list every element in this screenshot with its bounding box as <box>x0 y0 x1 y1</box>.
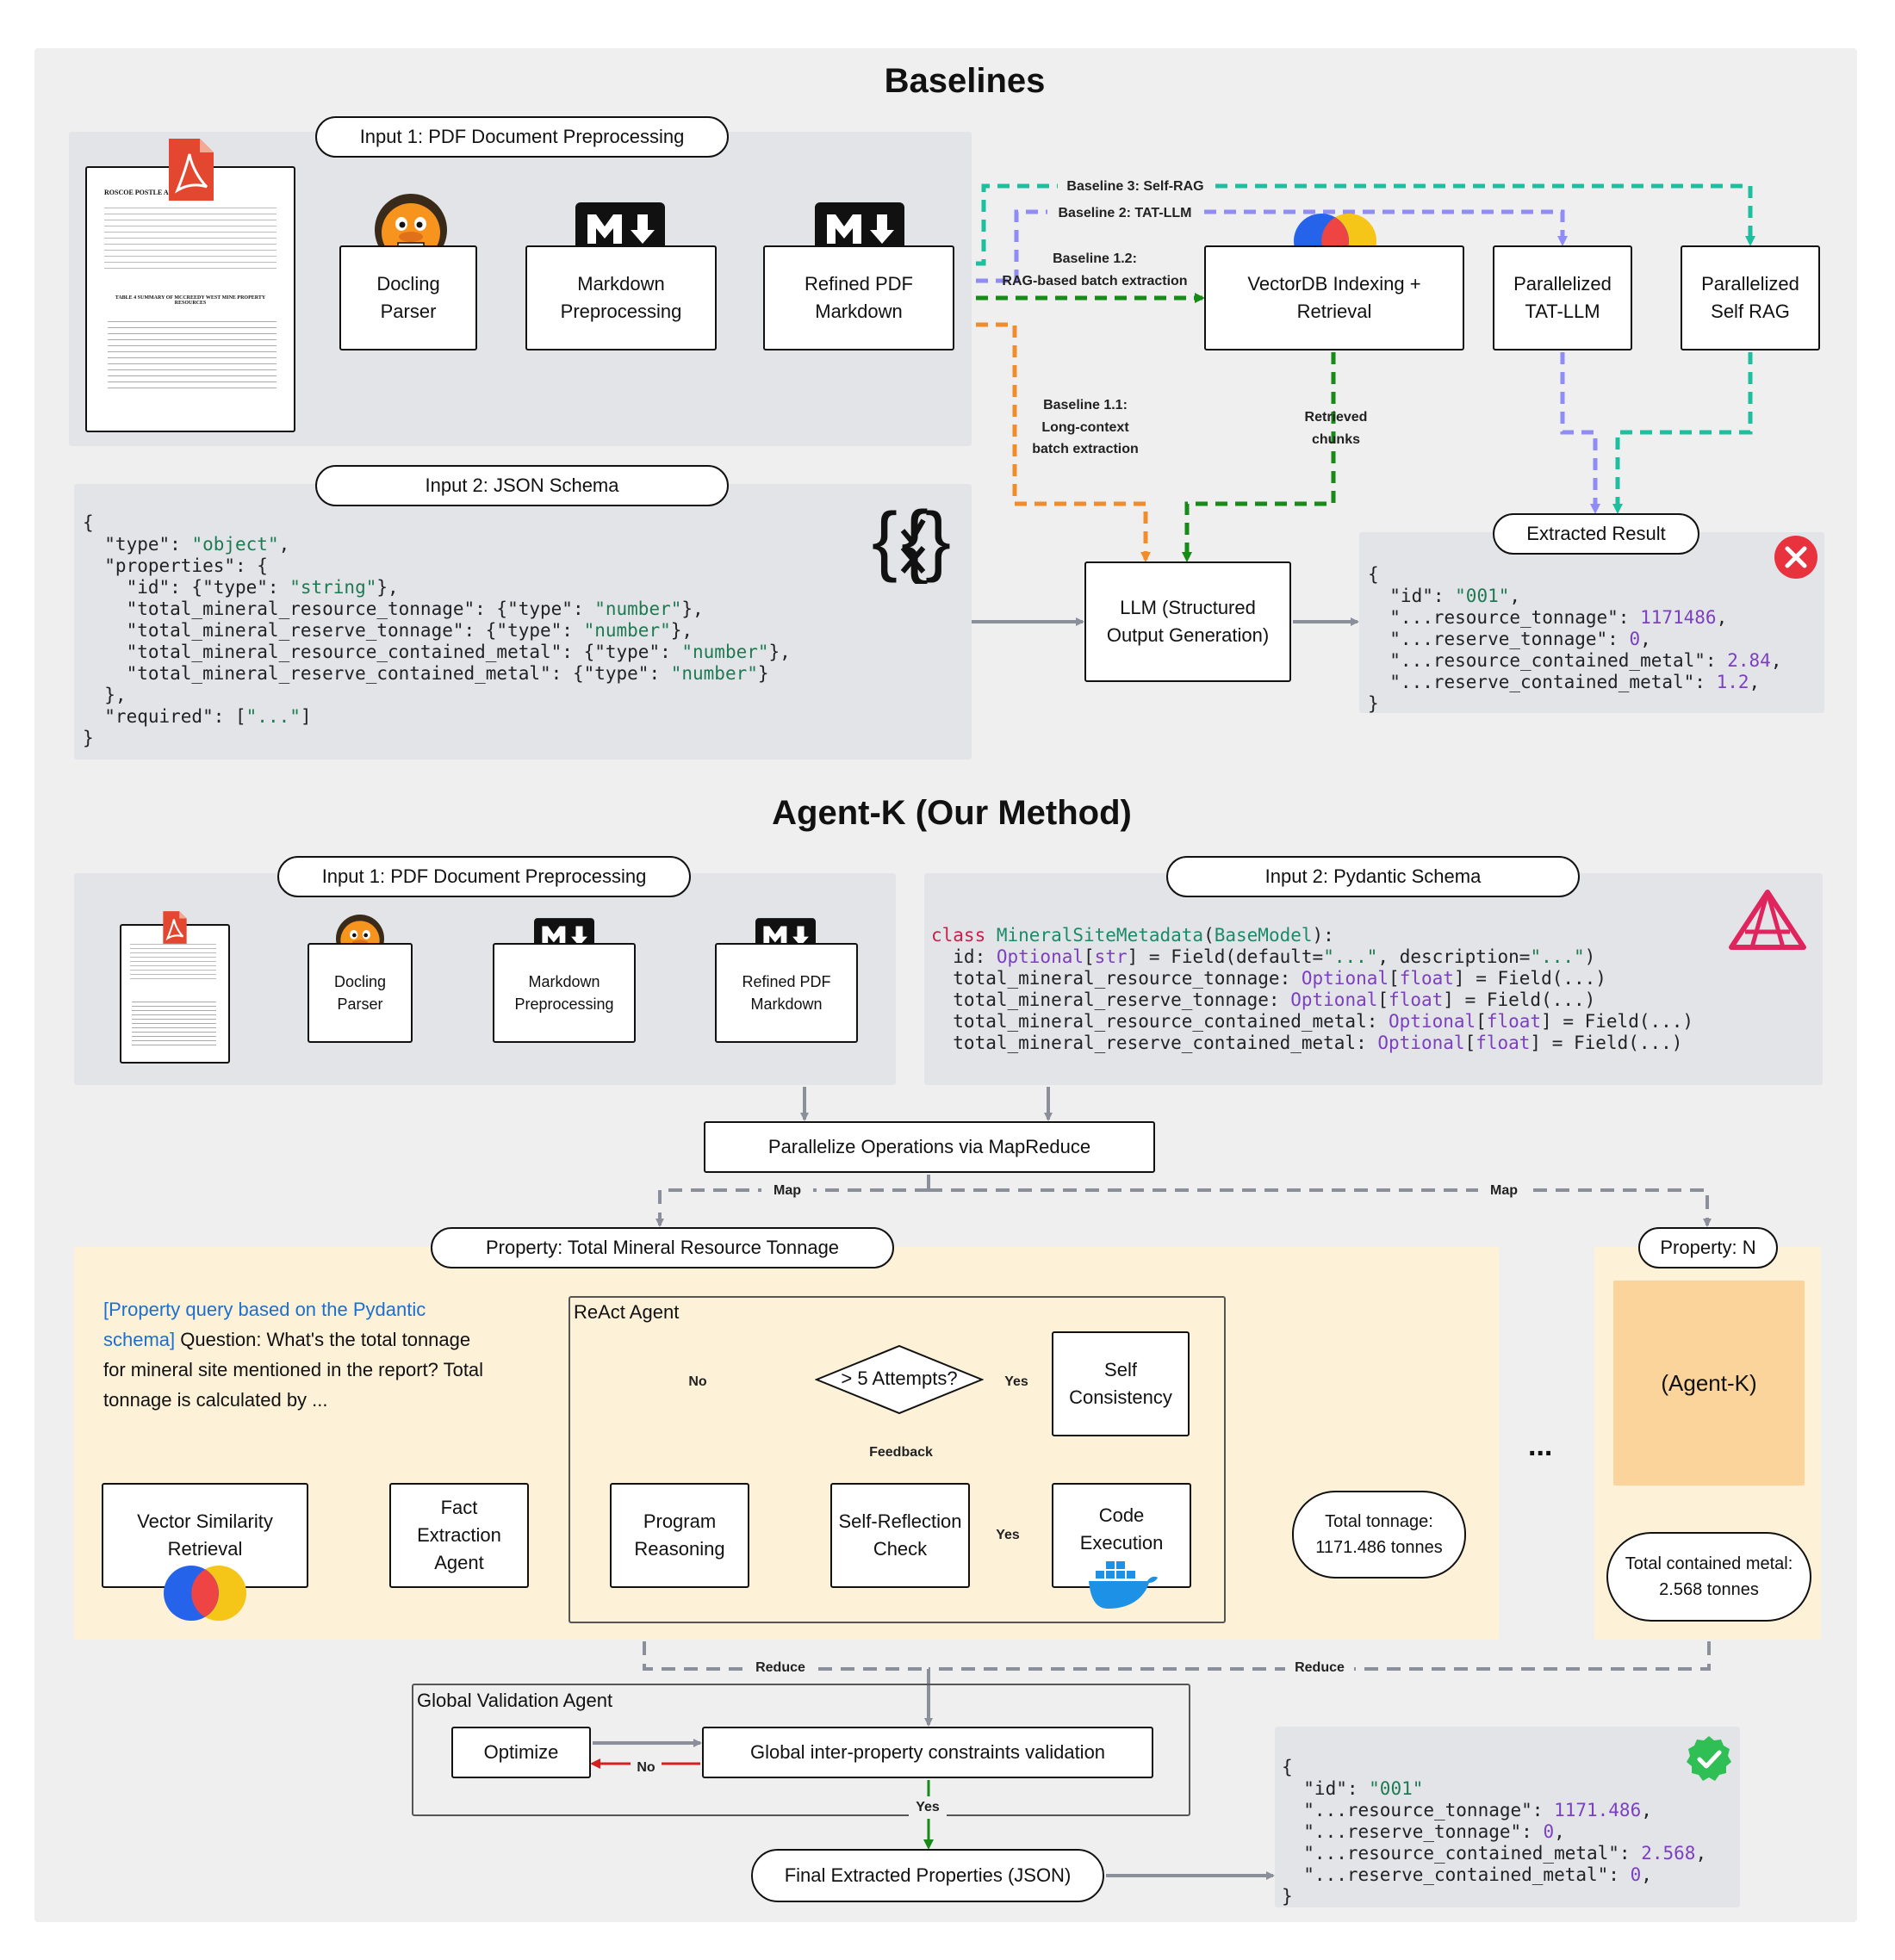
agentk-docling-parser: Docling Parser <box>308 943 413 1043</box>
agentk-markdown-preprocessing: Markdown Preprocessing <box>493 943 636 1043</box>
baseline-input2-label: Input 2: JSON Schema <box>315 465 729 506</box>
agentk-title: Agent-K (Our Method) <box>772 794 1132 832</box>
baseline-llm-structured-output: LLM (Structured Output Generation) <box>1084 561 1291 682</box>
json-schema-code: { "type": "object", "properties": { "id"… <box>83 512 791 748</box>
doc-text-lines <box>104 204 276 273</box>
doc-header-text: ROSCOE POSTLE ASSO <box>104 189 182 196</box>
global-validation-label: Global Validation Agent <box>417 1690 613 1711</box>
edge-label-reduce-right: Reduce <box>1285 1657 1354 1679</box>
pydantic-logo-icon <box>1729 890 1806 950</box>
arrow-retrieved-chunks-llm <box>1182 352 1336 562</box>
reduce-right <box>929 1641 1711 1671</box>
attempts-decision-diamond <box>815 1344 984 1415</box>
program-reasoning-box: Program Reasoning <box>610 1483 749 1588</box>
json-schema-icon: { { } <box>872 498 951 584</box>
pdf-document-thumbnail <box>120 924 230 1064</box>
baseline-markdown-preprocessing: Markdown Preprocessing <box>525 245 717 350</box>
propertyN-label: Property: N <box>1638 1227 1778 1268</box>
arrow-map-right <box>929 1188 1712 1227</box>
edge-label-feedback: Feedback <box>856 1442 946 1464</box>
markdown-icon <box>575 202 665 256</box>
error-x-icon <box>1774 536 1817 579</box>
edge-label-baseline12: Baseline 1.2: RAG-based batch extraction <box>1002 251 1188 288</box>
svg-text:}: } <box>925 498 951 584</box>
agentk-result-code: { "id": "001" "...resource_tonnage": 117… <box>1282 1757 1707 1907</box>
pdf-file-icon <box>163 911 187 944</box>
edge-label-no-optimize: No <box>631 1757 662 1779</box>
agentk-refined-markdown: Refined PDF Markdown <box>715 943 858 1043</box>
global-validation-frame <box>412 1684 1190 1816</box>
ellipsis-more-properties: ... <box>1528 1430 1553 1462</box>
vectordb-logo-icon <box>164 1566 246 1621</box>
property-query-text: [Property query based on the Pydantic sc… <box>103 1294 496 1415</box>
edge-label-yes-execution: Yes <box>991 1524 1025 1547</box>
doc-table <box>108 316 276 394</box>
baseline-parallelized-tatllm: Parallelized TAT-LLM <box>1493 245 1632 350</box>
property1-label: Property: Total Mineral Resource Tonnage <box>431 1227 894 1268</box>
baseline-vectordb-retrieval: VectorDB Indexing + Retrieval <box>1204 245 1464 350</box>
mapreduce-box: Parallelize Operations via MapReduce <box>704 1121 1155 1173</box>
edge-label-baseline2: Baseline 2: TAT-LLM <box>1047 202 1202 225</box>
arrow-baseline3-selfrag <box>956 183 1755 266</box>
edge-label-map-right: Map <box>1478 1180 1530 1202</box>
agentk-input2-panel <box>924 873 1823 1085</box>
agentk-result-panel <box>1275 1727 1740 1907</box>
baseline-parallelized-selfrag: Parallelized Self RAG <box>1681 245 1820 350</box>
code-execution-box: Code Execution <box>1052 1483 1191 1588</box>
edge-label-baseline11: Baseline 1.1: Long-context batch extract… <box>1032 398 1139 457</box>
edge-label-map-left: Map <box>761 1180 813 1202</box>
baseline-input2-panel <box>74 484 972 760</box>
arrow-map-left <box>655 1188 929 1227</box>
self-reflection-check-box: Self-Reflection Check <box>830 1483 970 1588</box>
agentk-inner-box: (Agent-K) <box>1613 1281 1805 1486</box>
agentk-inner-label: (Agent-K) <box>1661 1369 1757 1396</box>
edge-label-baseline3: Baseline 3: Self-RAG <box>1058 176 1213 198</box>
property-query-hint: [Property query based on the Pydantic sc… <box>103 1299 426 1350</box>
edge-label-reduce-left: Reduce <box>746 1657 815 1679</box>
edge-label-yes-consistency: Yes <box>999 1371 1034 1393</box>
arrow-baseline2-tatllm <box>956 209 1568 283</box>
agentk-input1-label: Input 1: PDF Document Preprocessing <box>277 856 691 897</box>
property-query-question: Question: What's the total tonnage for m… <box>103 1329 484 1411</box>
baselines-title: Baselines <box>884 62 1046 100</box>
react-agent-label: ReAct Agent <box>574 1301 680 1323</box>
arrow-selfrag-result <box>1612 352 1753 514</box>
self-consistency-box: Self Consistency <box>1052 1331 1190 1436</box>
edge-label-retrieved-chunks: Retrieved chunks <box>1304 410 1368 447</box>
fact-extraction-agent-box: Fact Extraction Agent <box>389 1483 529 1588</box>
reduce-left <box>643 1641 929 1671</box>
react-agent-frame <box>568 1296 1226 1623</box>
pydantic-schema-code: class MineralSiteMetadata(BaseModel): id… <box>931 925 1694 1053</box>
arrow-baseline11-llm <box>956 322 1151 562</box>
markdown-icon <box>815 202 904 256</box>
baseline-result-code: { "id": "001", "...resource_tonnage": 11… <box>1368 564 1782 714</box>
total-metal-result: Total contained metal: 2.568 tonnes <box>1606 1532 1811 1622</box>
baseline-refined-markdown: Refined PDF Markdown <box>763 245 954 350</box>
pdf-document-thumbnail: ROSCOE POSTLE ASSO TABLE 4 SUMMARY OF MC… <box>85 166 295 432</box>
optimize-box: Optimize <box>451 1727 591 1778</box>
edge-label-yes-final: Yes <box>909 1796 947 1819</box>
svg-text:{: { <box>872 498 898 584</box>
edge-label-no-loop: No <box>680 1371 715 1393</box>
arrow-tatllm-result <box>1560 352 1600 514</box>
success-check-icon <box>1687 1736 1731 1781</box>
doc-table-title: TABLE 4 SUMMARY OF MCCREEDY WEST MINE PR… <box>115 295 266 306</box>
global-constraints-box: Global inter-property constraints valida… <box>702 1727 1153 1778</box>
property1-panel <box>74 1247 1499 1640</box>
agentk-input2-label: Input 2: Pydantic Schema <box>1166 856 1580 897</box>
docker-icon <box>1089 1561 1158 1609</box>
extracted-result-label: Extracted Result <box>1493 513 1699 555</box>
attempts-decision-text: > 5 Attempts? <box>841 1368 958 1389</box>
baseline-result-panel <box>1359 532 1824 713</box>
baseline-docling-parser: Docling Parser <box>339 245 477 350</box>
baseline-input1-label: Input 1: PDF Document Preprocessing <box>315 116 729 158</box>
total-tonnage-result: Total tonnage: 1171.486 tonnes <box>1292 1491 1466 1579</box>
final-extracted-properties: Final Extracted Properties (JSON) <box>751 1849 1104 1902</box>
pdf-file-icon <box>169 139 214 201</box>
